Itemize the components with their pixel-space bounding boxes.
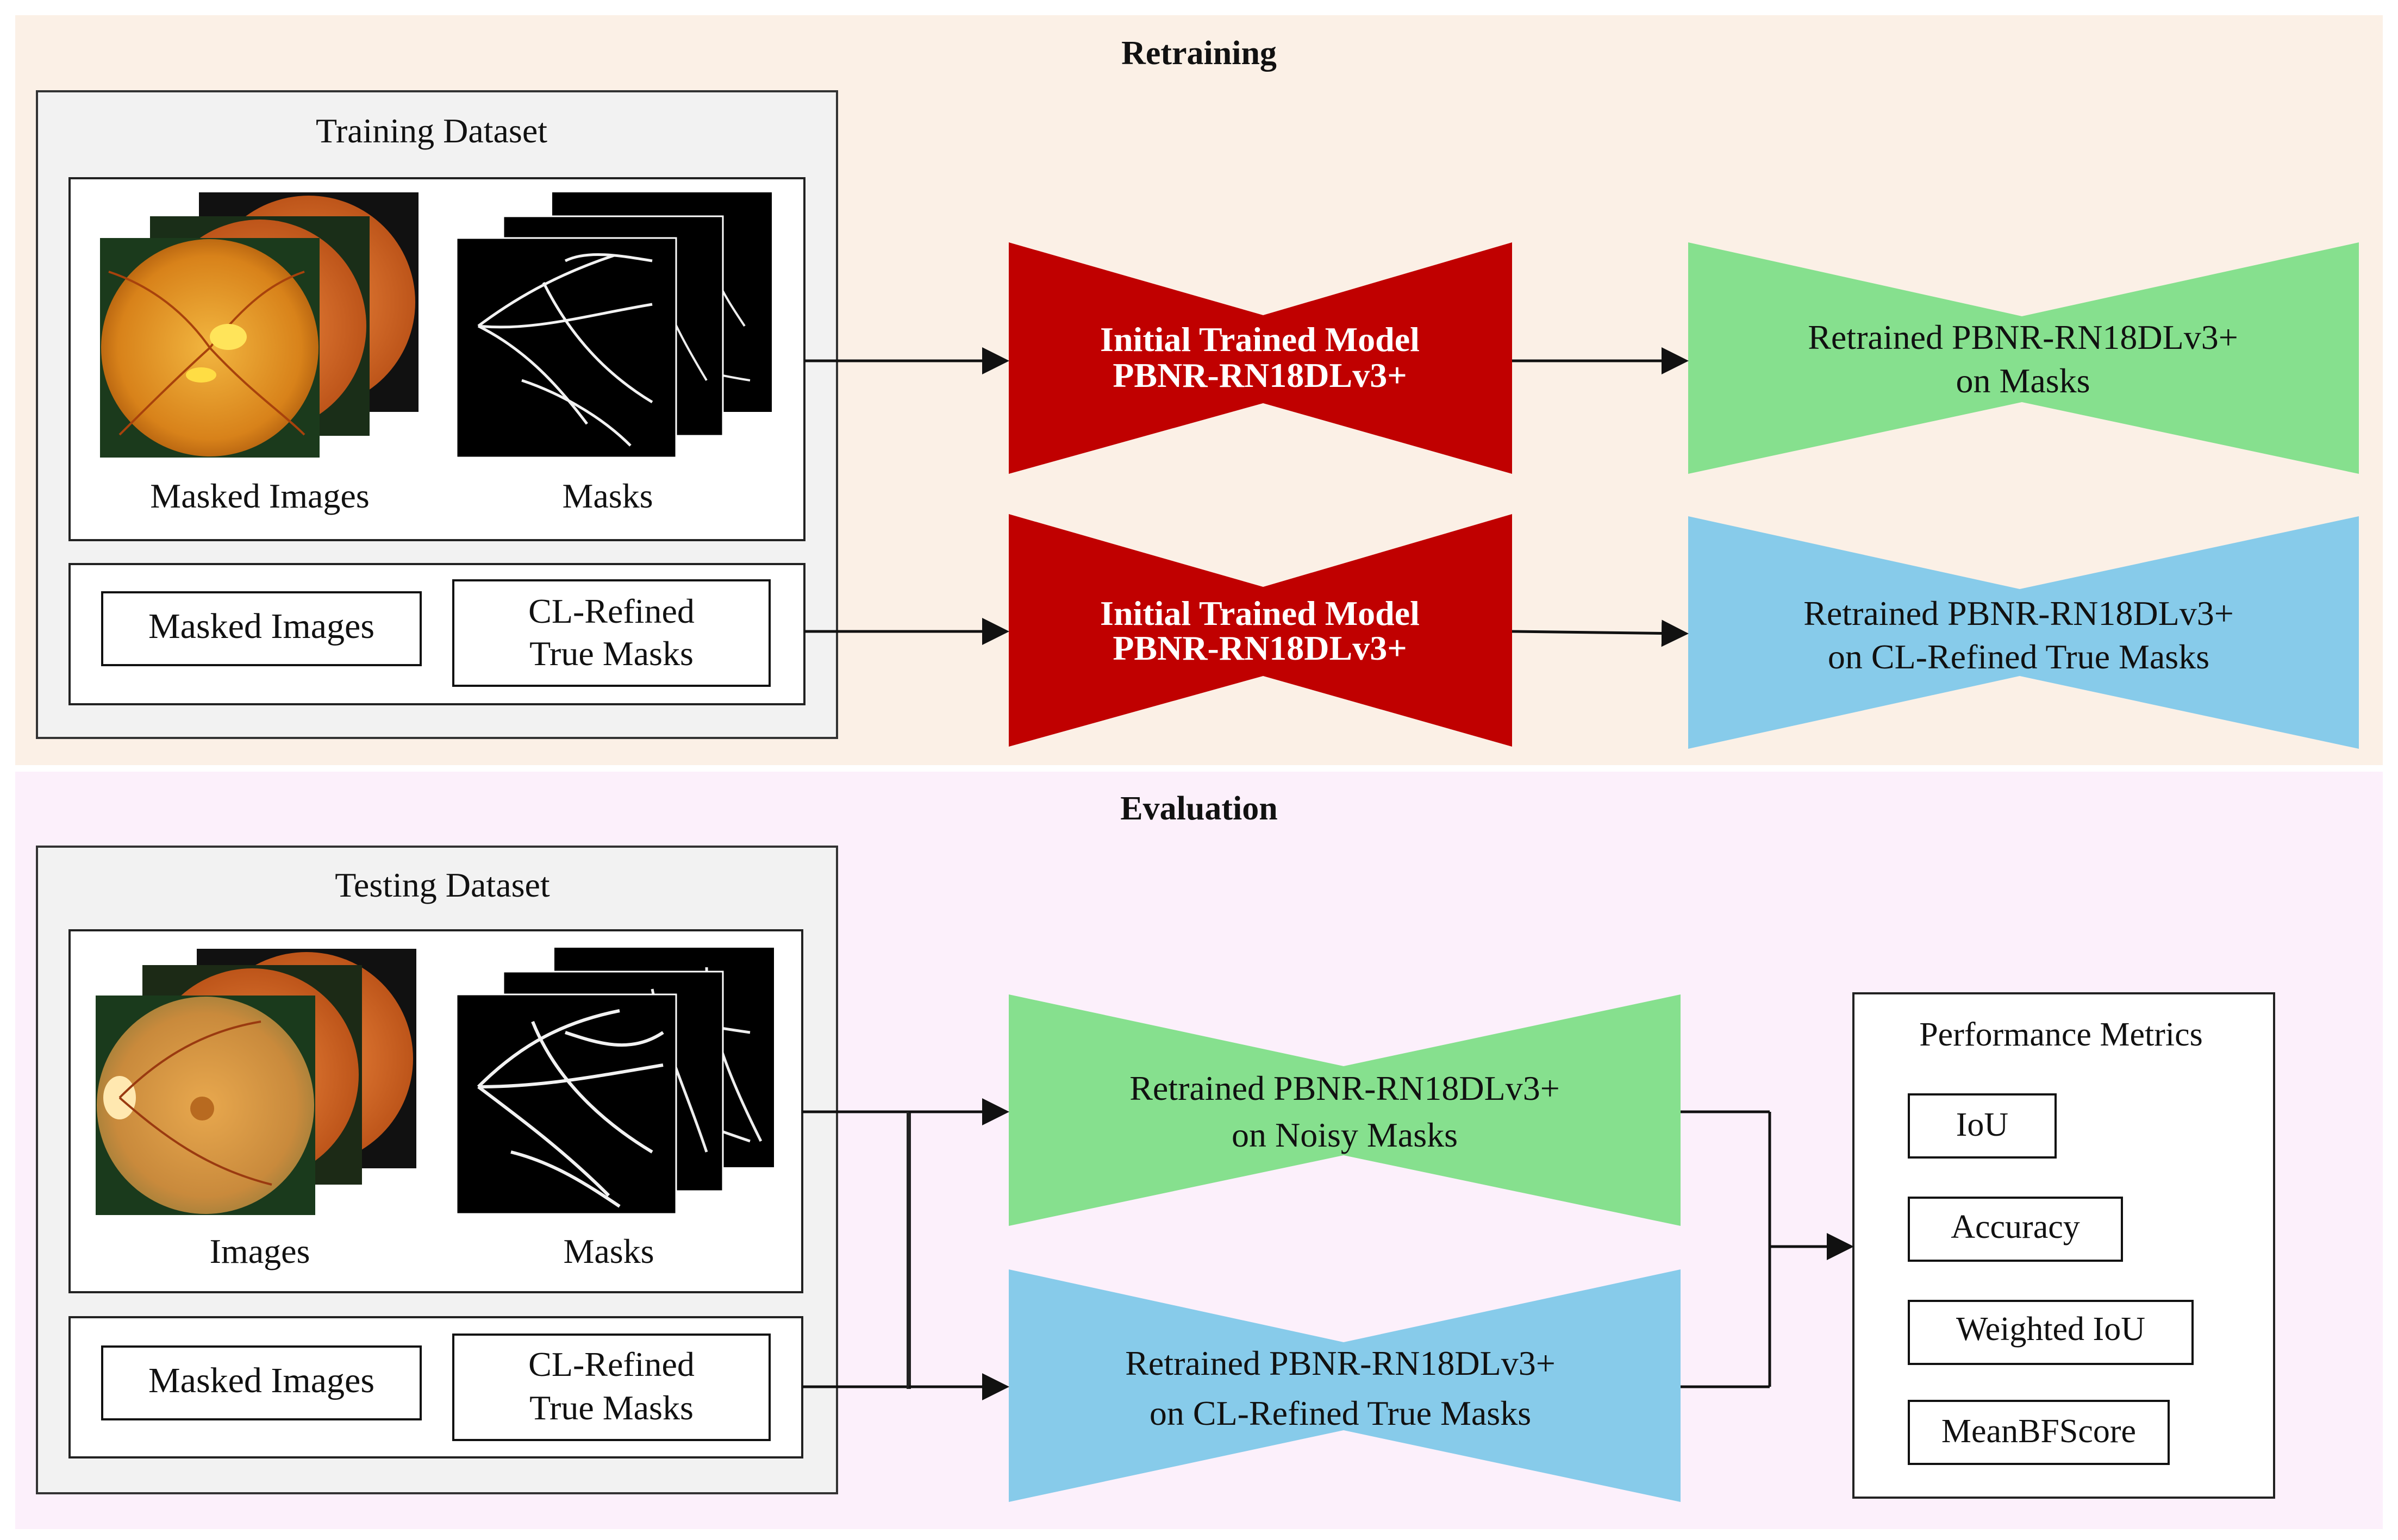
training-cl-refined-box	[452, 579, 771, 687]
metric-iou: IoU	[1956, 1106, 2008, 1143]
retrained-masks-line1: Retrained PBNR-RN18DLv3+	[1808, 318, 2238, 356]
retrained-masks-line2: on Masks	[1956, 361, 2090, 400]
refined-model-line1: Retrained PBNR-RN18DLv3+	[1125, 1344, 1556, 1382]
noisy-model-line2: on Noisy Masks	[1232, 1116, 1458, 1154]
refined-model-line2: on CL-Refined True Masks	[1150, 1394, 1531, 1432]
testing-fundus-stack	[96, 949, 416, 1215]
retraining-title: Retraining	[1121, 35, 1277, 72]
training-masked-images-box	[101, 591, 422, 666]
training-images-label: Masked Images	[150, 477, 369, 515]
initial-model-2-line2: PBNR-RN18DLv3+	[1113, 629, 1407, 667]
retrained-refined-shape	[1688, 516, 2359, 749]
training-mask-stack	[455, 192, 772, 459]
testing-masked-images-box	[101, 1345, 422, 1420]
metric-meanbfscore-box	[1908, 1400, 2170, 1465]
metric-weighted-iou: Weighted IoU	[1956, 1311, 2145, 1348]
refined-model-shape	[1009, 1269, 1681, 1502]
initial-model-2-shape	[1009, 514, 1512, 747]
training-cl-refined-line2: True Masks	[529, 634, 694, 673]
testing-dataset-title: Testing Dataset	[335, 866, 550, 904]
noisy-model-line1: Retrained PBNR-RN18DLv3+	[1129, 1069, 1560, 1107]
initial-model-1-shape	[1009, 242, 1512, 474]
metric-meanbfscore: MeanBFScore	[1941, 1413, 2136, 1450]
metric-iou-box	[1908, 1093, 2057, 1159]
arrow-initial-2-to-retrained	[1512, 619, 1689, 647]
testing-images-label: Images	[210, 1232, 310, 1270]
testing-mask-stack	[455, 948, 774, 1215]
testing-cl-refined-line1: CL-Refined	[528, 1345, 695, 1384]
metric-accuracy-box	[1908, 1197, 2123, 1262]
training-masked-images-text: Masked Images	[148, 606, 374, 646]
testing-cl-refined-line2: True Masks	[529, 1388, 694, 1427]
retrained-refined-line2: on CL-Refined True Masks	[1828, 637, 2209, 676]
training-masks-label: Masks	[562, 477, 653, 515]
metric-accuracy: Accuracy	[1951, 1209, 2080, 1245]
retrained-masks-shape	[1688, 242, 2359, 474]
testing-masks-label: Masks	[563, 1232, 654, 1270]
performance-metrics-title: Performance Metrics	[1919, 1016, 2203, 1053]
retrained-refined-line1: Retrained PBNR-RN18DLv3+	[1803, 594, 2234, 633]
training-fundus-stack	[100, 192, 419, 458]
testing-cl-refined-box	[452, 1334, 771, 1441]
initial-model-1-line1: Initial Trained Model	[1100, 320, 1420, 359]
testing-masked-images-text: Masked Images	[148, 1361, 374, 1400]
noisy-model-shape	[1009, 994, 1681, 1226]
initial-model-1-line2: PBNR-RN18DLv3+	[1113, 356, 1407, 395]
training-dataset-title: Training Dataset	[316, 111, 547, 150]
initial-model-2-line1: Initial Trained Model	[1100, 594, 1420, 633]
evaluation-title: Evaluation	[1120, 790, 1277, 827]
metric-weighted-iou-box	[1908, 1300, 2194, 1365]
training-cl-refined-line1: CL-Refined	[528, 592, 695, 630]
